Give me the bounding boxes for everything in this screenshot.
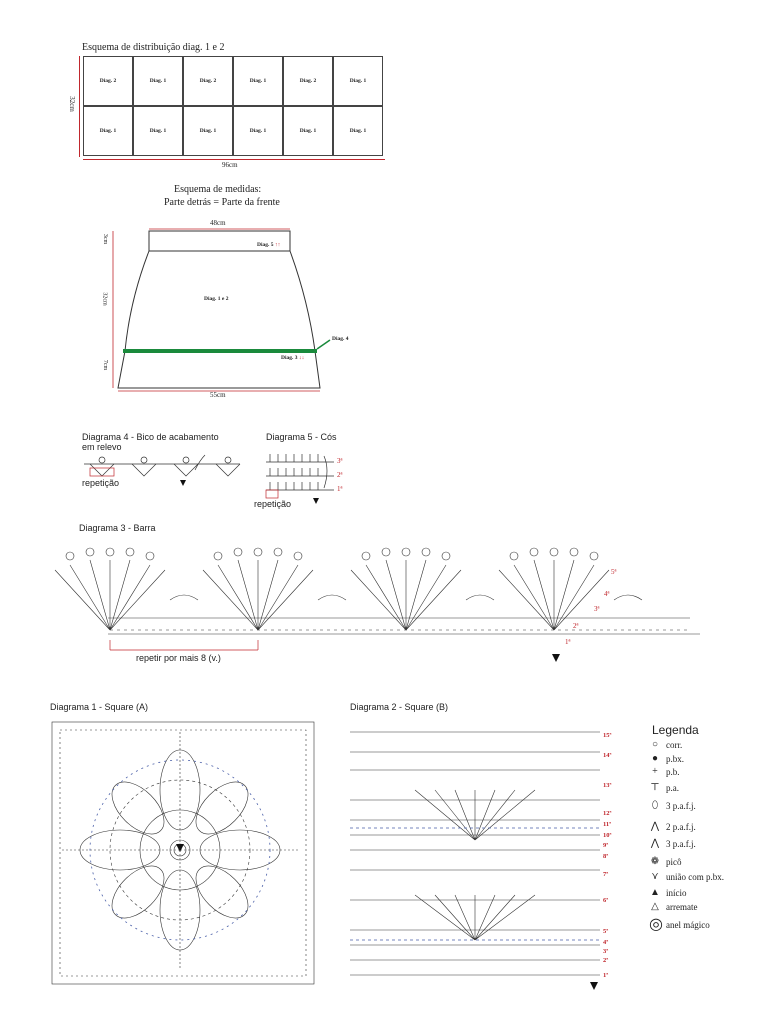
three-dc-together-icon: ⋀ bbox=[650, 838, 660, 849]
measures-subtitle: Parte detrás = Parte da frente bbox=[164, 197, 280, 208]
start-icon: ▲ bbox=[650, 887, 660, 898]
legend-item: ○corr. bbox=[649, 739, 682, 751]
cluster-3dc-icon: ⬯ bbox=[651, 800, 659, 811]
diag5-label: Diag. 5 ↑↑ bbox=[257, 242, 281, 248]
two-dc-together-icon: ⋀ bbox=[650, 821, 660, 832]
diag3-row-3: 3ª bbox=[594, 605, 600, 613]
legend-item: ●p.bx. bbox=[649, 753, 684, 765]
dist-cell: Diag. 1 bbox=[333, 56, 383, 106]
bottom-width-label: 55cm bbox=[210, 391, 226, 399]
legend-item: ⋀2 p.a.f.j. bbox=[650, 821, 696, 833]
picot-icon: ❁ bbox=[650, 856, 660, 867]
diag3-repeat-label: repetir por mais 8 (v.) bbox=[136, 653, 221, 663]
diag4-label: Diag. 4 bbox=[332, 336, 349, 342]
measures-title: Esquema de medidas: bbox=[174, 184, 262, 195]
dist-height-line bbox=[79, 56, 80, 157]
join-slip-icon: ⋎ bbox=[651, 871, 659, 882]
legend-item: ⊤p.a. bbox=[650, 782, 679, 794]
chain-icon: ○ bbox=[651, 739, 659, 750]
dist-cell: Diag. 1 bbox=[333, 106, 383, 156]
diag3-row-4: 4ª bbox=[604, 590, 610, 598]
diag5-row-2: 2ª bbox=[337, 471, 343, 479]
diag5-row-3: 3ª bbox=[337, 457, 343, 465]
diag1-title: Diagrama 1 - Square (A) bbox=[50, 702, 149, 712]
dist-cell: Diag. 1 bbox=[133, 56, 183, 106]
diag3-label: Diag. 3 ↓↓ bbox=[281, 355, 305, 361]
dist-cell: Diag. 2 bbox=[83, 56, 133, 106]
dist-cell: Diag. 1 bbox=[183, 106, 233, 156]
legend-item: ◎anel mágico bbox=[649, 916, 710, 933]
legend-title: Legenda bbox=[652, 723, 699, 737]
top-width-label: 48cm bbox=[210, 219, 226, 227]
dist-cell: Diag. 1 bbox=[233, 106, 283, 156]
dist-cell: Diag. 2 bbox=[183, 56, 233, 106]
diag2-row-labels: 15ª 14ª 13ª 12ª 11ª 10ª 9ª 8ª 7ª 6ª 5ª 4… bbox=[603, 732, 612, 979]
diag3-row-5: 5ª bbox=[611, 568, 617, 576]
dist-width-line bbox=[83, 159, 385, 160]
dist-cell: Diag. 1 bbox=[233, 56, 283, 106]
legend-item: △arremate bbox=[649, 901, 697, 913]
dist-width-label: 96cm bbox=[222, 161, 238, 169]
legend-item: ⋎união com p.bx. bbox=[649, 871, 724, 883]
fasten-off-icon: △ bbox=[651, 901, 659, 912]
legend-item: +p.b. bbox=[649, 766, 679, 778]
magic-ring-icon: ◎ bbox=[649, 916, 663, 933]
dist-cell: Diag. 1 bbox=[83, 106, 133, 156]
legend-item: ⋀3 p.a.f.j. bbox=[650, 838, 696, 850]
slip-stitch-icon: ● bbox=[651, 753, 659, 764]
double-crochet-icon: ⊤ bbox=[650, 782, 660, 793]
distribution-title: Esquema de distribuição diag. 1 e 2 bbox=[82, 42, 225, 53]
dist-cell: Diag. 2 bbox=[283, 56, 333, 106]
single-crochet-icon: + bbox=[652, 766, 658, 777]
diag5-title: Diagrama 5 - Cós bbox=[266, 432, 337, 442]
diag5-row-1: 1ª bbox=[337, 485, 343, 493]
legend-item: ❁picô bbox=[650, 856, 682, 868]
diag4-repeat-label: repetição bbox=[82, 478, 120, 488]
diag3-title: Diagrama 3 - Barra bbox=[79, 523, 156, 533]
distribution-grid: Diag. 2 Diag. 1 Diag. 2 Diag. 1 Diag. 2 … bbox=[83, 56, 385, 157]
dist-cell: Diag. 1 bbox=[133, 106, 183, 156]
diag2-title: Diagrama 2 - Square (B) bbox=[350, 702, 449, 712]
diag3-row-2: 2ª bbox=[573, 622, 579, 630]
diag3-row-1: 1ª bbox=[565, 638, 571, 646]
diag4-title: Diagrama 4 - Bico de acabamento em relev… bbox=[82, 432, 219, 452]
diag5-repeat-label: repetição bbox=[254, 499, 292, 509]
dist-cell: Diag. 1 bbox=[283, 106, 333, 156]
diag12-label: Diag. 1 e 2 bbox=[204, 296, 229, 302]
legend-item: ⬯3 p.a.f.j. bbox=[649, 800, 696, 812]
legend-item: ▲início bbox=[650, 887, 687, 899]
